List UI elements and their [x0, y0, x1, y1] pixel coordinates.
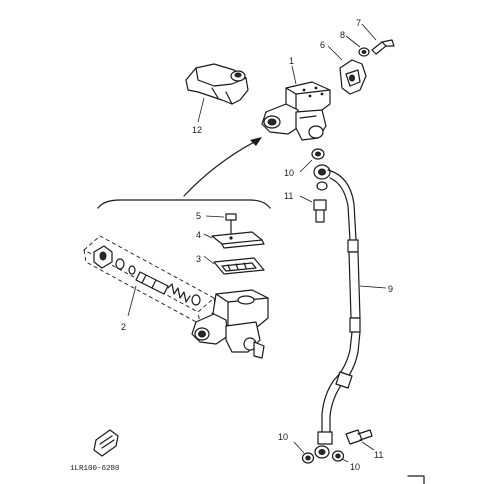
- label-part-11-upper: 11: [284, 191, 293, 201]
- label-part-9: 9: [388, 284, 393, 294]
- label-part-11-lower: 11: [374, 450, 383, 460]
- part-7-bolt: [361, 23, 395, 55]
- fwd-arrow-icon: [93, 429, 119, 457]
- part-9-brake-hose: [313, 164, 387, 459]
- part-12-holder: [185, 63, 249, 123]
- label-part-2: 2: [121, 322, 126, 332]
- label-part-5: 5: [196, 211, 201, 221]
- part-11-bolt-lower: [345, 429, 375, 451]
- label-part-12: 12: [192, 125, 202, 135]
- part-10-washer-upper: [299, 148, 325, 173]
- part-8-washer: [345, 35, 370, 57]
- corner-mark: [407, 475, 425, 484]
- part-5-screw: [205, 213, 237, 237]
- assembly-arrow: [183, 137, 262, 197]
- part-11-bolt-upper: [299, 195, 327, 223]
- lower-master-cylinder: [191, 289, 269, 359]
- label-part-6: 6: [320, 40, 325, 50]
- part-6-clamp: [327, 45, 367, 95]
- label-part-3: 3: [196, 254, 201, 264]
- label-part-10-lower-right: 10: [350, 462, 360, 472]
- label-part-10-lower-left: 10: [278, 432, 288, 442]
- label-part-7: 7: [356, 18, 361, 28]
- part-2-piston-kit: [83, 235, 217, 325]
- part-10-washer-lower: [293, 441, 349, 464]
- label-part-4: 4: [196, 230, 201, 240]
- part-1-master-cylinder: [261, 65, 331, 141]
- part-4-cap: [203, 231, 265, 249]
- label-part-8: 8: [340, 30, 345, 40]
- label-part-10-upper: 10: [284, 168, 294, 178]
- labels: 1 2 3 4 5 6 7 8 9 10 10 10 11 11 12 1LR1…: [70, 18, 393, 473]
- drawing-code: 1LR100-6280: [70, 465, 120, 473]
- label-part-1: 1: [289, 56, 294, 66]
- assembly-bracket: [97, 199, 271, 209]
- part-3-diaphragm: [203, 255, 265, 275]
